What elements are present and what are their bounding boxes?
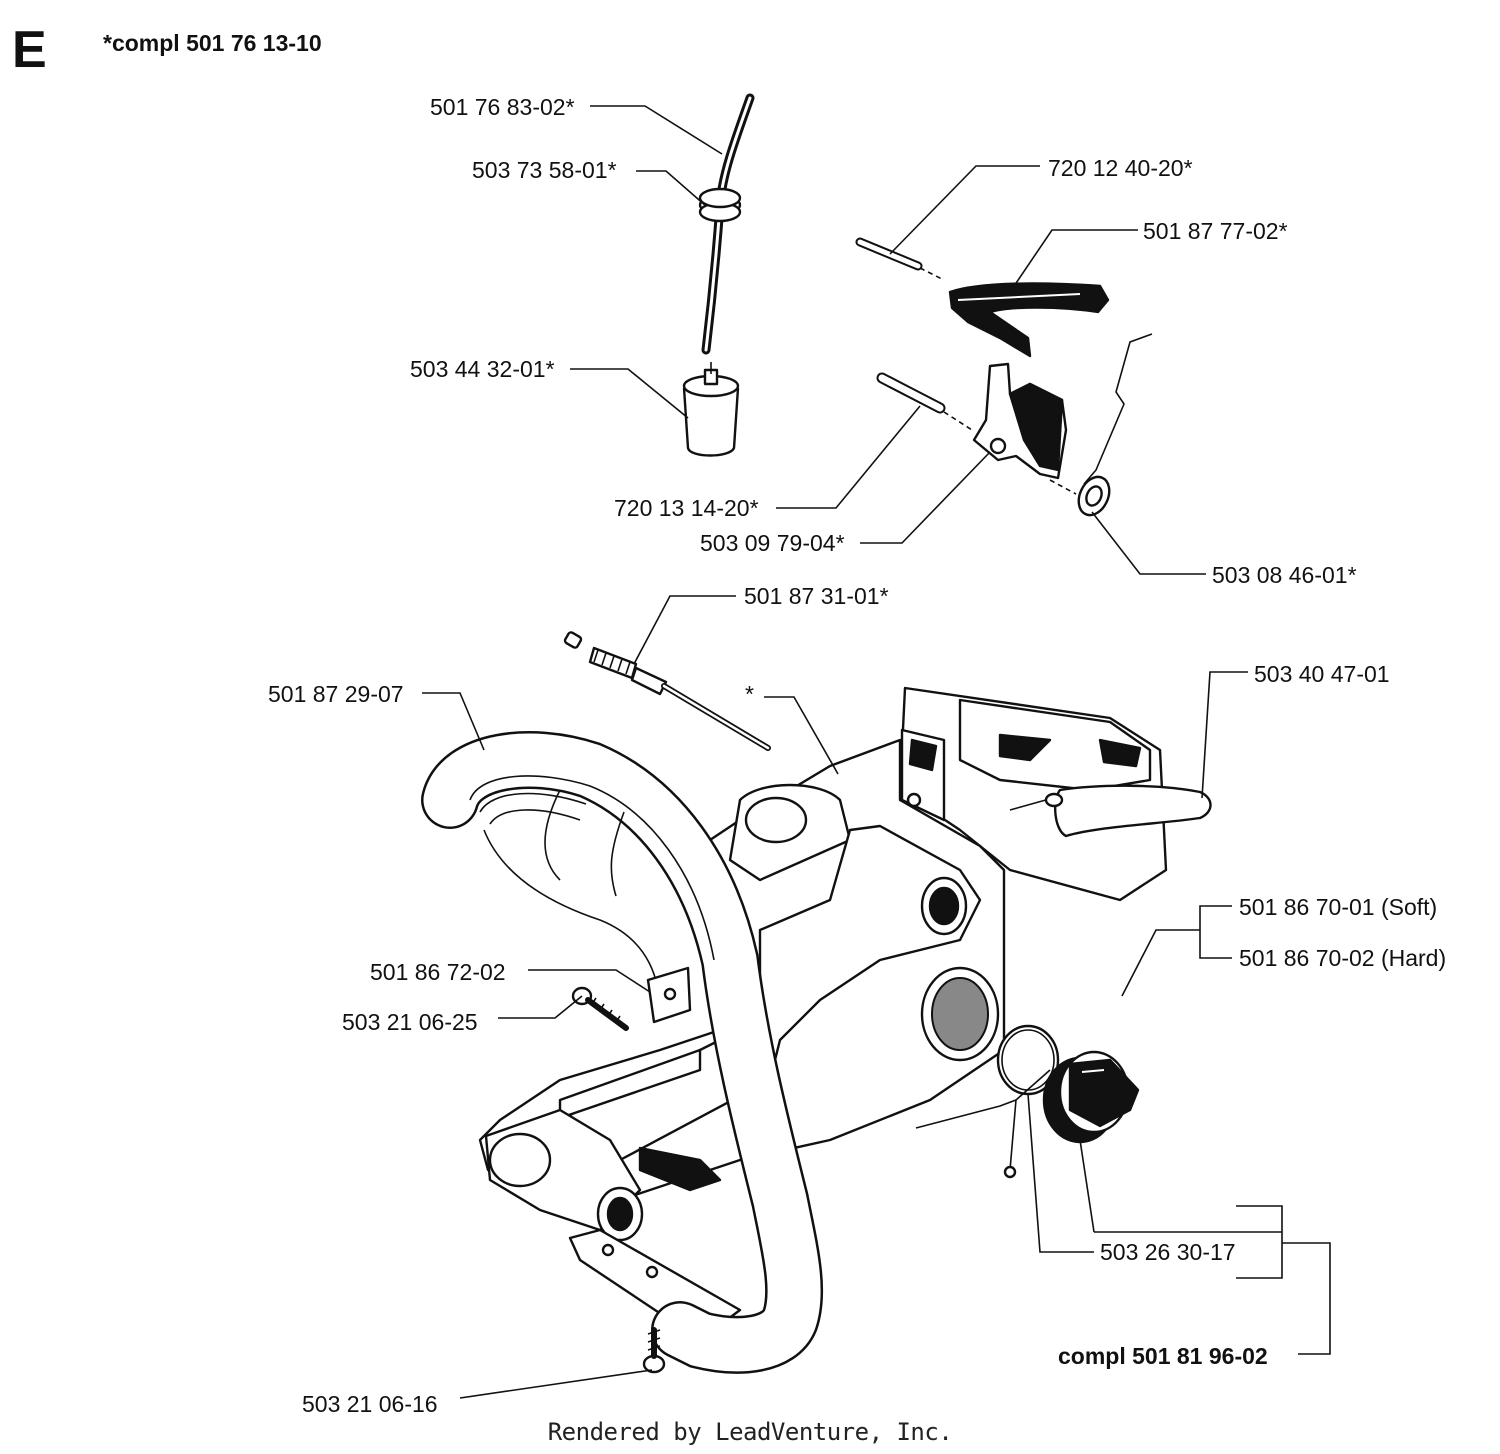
complete-assembly-label: *compl 501 76 13-10: [103, 30, 322, 56]
callout-front-handle: 501 87 29-07: [268, 681, 404, 707]
fuel-hose-drawing: [701, 93, 755, 355]
adjuster-screw-drawing: [563, 631, 771, 751]
throttle-lockout-drawing: [972, 362, 1077, 495]
callout-fuel-cap-compl: compl 501 81 96-02: [1058, 1343, 1268, 1369]
callout-fuel-hose: 501 76 83-02*: [430, 94, 575, 120]
callout-tank-asterisk: *: [745, 681, 754, 707]
callout-screw-bottom: 503 21 06-16: [302, 1391, 438, 1417]
handle-guard-drawing: [1009, 784, 1212, 838]
callout-pin-upper: 720 12 40-20*: [1048, 155, 1193, 181]
callout-throttle-lockout: 503 09 79-04*: [700, 530, 845, 556]
pin-lower-drawing: [876, 372, 973, 431]
callout-labels: 501 76 83-02* 503 73 58-01* 503 44 32-01…: [268, 94, 1446, 1417]
fuel-cap-drawing: [1042, 1050, 1140, 1144]
screw-bottom-drawing: [642, 1327, 666, 1374]
bracket-drawing: [646, 966, 692, 1024]
fuel-filter-drawing: [682, 362, 740, 457]
grommet-drawing: [698, 187, 742, 223]
callout-bracket: 501 86 72-02: [370, 959, 506, 985]
cap-retainer-drawing: [915, 1069, 1051, 1179]
callout-grommet: 503 73 58-01*: [472, 157, 617, 183]
footer-credit: Rendered by LeadVenture, Inc.: [547, 1418, 953, 1446]
screw-bracket-drawing: [571, 986, 629, 1031]
callout-spring: 503 08 46-01*: [1212, 562, 1357, 588]
callout-rear-handle-guard: 503 40 47-01: [1254, 661, 1390, 687]
callout-fuel-cap-seal: 503 26 30-17: [1100, 1239, 1236, 1265]
callout-screw-bracket: 503 21 06-25: [342, 1009, 478, 1035]
callout-pin-lower: 720 13 14-20*: [614, 495, 759, 521]
callout-damper-soft: 501 86 70-01 (Soft): [1239, 894, 1437, 920]
callout-damper-hard: 501 86 70-02 (Hard): [1239, 945, 1446, 971]
callout-screw-adjuster: 501 87 31-01*: [744, 583, 889, 609]
section-letter: E: [12, 21, 47, 79]
spring-drawing: [1077, 333, 1153, 517]
front-handle-drawing: [421, 731, 824, 1374]
leader-lines: [422, 105, 1331, 1399]
pin-upper-drawing: [855, 237, 945, 281]
callout-throttle-trigger: 501 87 77-02*: [1143, 218, 1288, 244]
callout-fuel-filter: 503 44 32-01*: [410, 356, 555, 382]
throttle-trigger-drawing: [948, 282, 1110, 358]
